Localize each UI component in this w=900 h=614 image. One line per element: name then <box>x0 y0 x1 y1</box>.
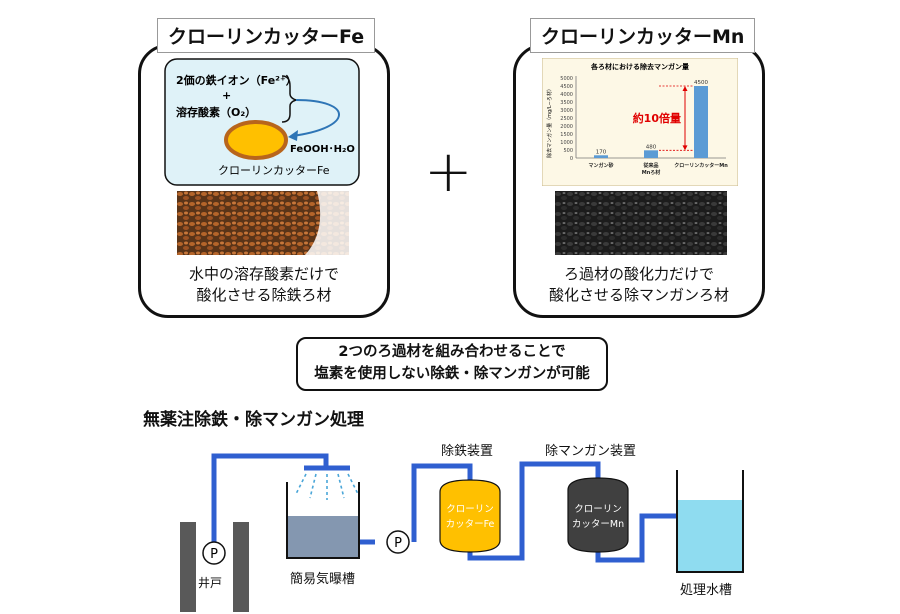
chart-tick-label: 500 <box>563 148 573 154</box>
chart-tick-label: 2500 <box>560 116 573 122</box>
aeration-water <box>287 516 359 558</box>
pipes <box>211 453 676 563</box>
mn-chart: 各ろ材における除去マンガン量 除去マンガン量（mg/L−ろ材） 0 500 1000… <box>542 58 738 186</box>
treated-label: 処理水槽 <box>680 583 733 598</box>
spray-icon <box>295 473 359 500</box>
fe-media-photo <box>177 191 349 255</box>
transfer-pump-label: P <box>394 536 402 551</box>
fe-caption: 水中の溶存酸素だけで 酸化させる除鉄ろ材 <box>138 264 390 306</box>
well-right-wall <box>233 522 249 612</box>
annotation-arrow-up-icon <box>682 86 688 91</box>
mn-tank-line2: カッターMn <box>572 519 624 530</box>
aeration-tank <box>286 482 360 559</box>
annotation-arrow-down-icon <box>682 145 688 151</box>
summary-line2: 塩素を使用しない除鉄・除マンガンが可能 <box>314 366 590 382</box>
well-left-wall <box>180 522 196 612</box>
chart-tick-label: 3500 <box>560 100 573 106</box>
mn-caption: ろ過材の酸化力だけで 酸化させる除マンガンろ材 <box>513 264 765 306</box>
chart-category-label: マンガン砂 <box>588 162 613 169</box>
process-diagram: P P クローリン カッターFe クローリン カッターMn <box>180 453 744 612</box>
fe-unit-label: 除鉄装置 <box>441 444 494 459</box>
chart-annotation: 約10倍量 <box>633 111 681 125</box>
mn-unit-label: 除マンガン装置 <box>545 444 637 459</box>
chart-category-label: 従来品 <box>642 162 658 169</box>
transfer-pump-icon <box>386 530 410 554</box>
treated-water <box>677 500 743 572</box>
chart-category-label: クローリンカッターMn <box>674 162 728 169</box>
plus-sign: + <box>424 137 473 205</box>
summary-box: 2つのろ過材を組み合わせることで 塩素を使用しない除鉄・除マンガンが可能 <box>296 337 608 391</box>
fe-product-label: FeOOH･H₂O <box>290 144 355 155</box>
chart-tick-label: 5000 <box>560 76 573 82</box>
chart-category-label: Mnろ材 <box>642 169 661 176</box>
summary-line1: 2つのろ過材を組み合わせることで <box>338 344 566 360</box>
chart-tick-label: 4000 <box>560 92 573 98</box>
fe-tank <box>439 479 501 553</box>
fe-caption-line2: 酸化させる除鉄ろ材 <box>196 286 332 304</box>
chart-tick-label: 1000 <box>560 140 573 146</box>
well-pump-label: P <box>210 547 218 562</box>
aeration-label: 簡易気曝槽 <box>290 572 356 587</box>
reaction-arrow-icon <box>291 99 340 137</box>
oxygen-label: 溶存酸素（O₂） <box>176 105 256 119</box>
arrow-head-icon <box>288 130 298 141</box>
chart-value-label: 480 <box>646 144 657 150</box>
chart-tick-label: 3000 <box>560 108 573 114</box>
chart-title: 各ろ材における除去マンガン量 <box>590 62 689 71</box>
chart-bar <box>644 150 658 158</box>
fe-caption-line1: 水中の溶存酸素だけで <box>188 265 339 283</box>
fe-reaction-diagram: 2価の鉄イオン（Fe²⁺） + 溶存酸素（O₂） FeOOH･H₂O クローリン… <box>164 58 360 186</box>
fe-tank-line2: カッターFe <box>446 519 495 530</box>
chart-tick-label: 2000 <box>560 124 573 130</box>
chart-tick-label: 4500 <box>560 84 573 90</box>
mn-media-photo <box>555 191 727 255</box>
fe-material-label: クローリンカッターFe <box>218 164 330 177</box>
fe-ion-label: 2価の鉄イオン（Fe²⁺） <box>176 73 297 87</box>
chart-value-label: 170 <box>596 149 607 155</box>
chart-tick-label: 0 <box>570 156 573 162</box>
treated-tank <box>676 470 744 573</box>
chart-bar <box>594 155 608 158</box>
chart-bar <box>694 86 708 158</box>
mn-tank-line1: クローリン <box>574 504 622 515</box>
chart-tick-label: 1500 <box>560 132 573 138</box>
mn-caption-line1: ろ過材の酸化力だけで <box>563 265 714 283</box>
fe-grain-icon <box>224 120 288 160</box>
fe-plus-label: + <box>222 89 231 102</box>
panel-mn-title: クローリンカッターMn <box>530 18 756 53</box>
chart-value-label: 4500 <box>694 80 708 86</box>
well-label: 井戸 <box>198 576 223 590</box>
panel-fe-title: クローリンカッターFe <box>157 18 376 53</box>
mn-caption-line2: 酸化させる除マンガンろ材 <box>548 286 729 304</box>
well-pump-icon <box>202 541 226 565</box>
process-title: 無薬注除鉄・除マンガン処理 <box>143 410 364 430</box>
chart-ylabel: 除去マンガン量（mg/L−ろ材） <box>546 86 553 158</box>
mn-tank <box>567 477 629 553</box>
fe-tank-line1: クローリン <box>446 504 494 515</box>
